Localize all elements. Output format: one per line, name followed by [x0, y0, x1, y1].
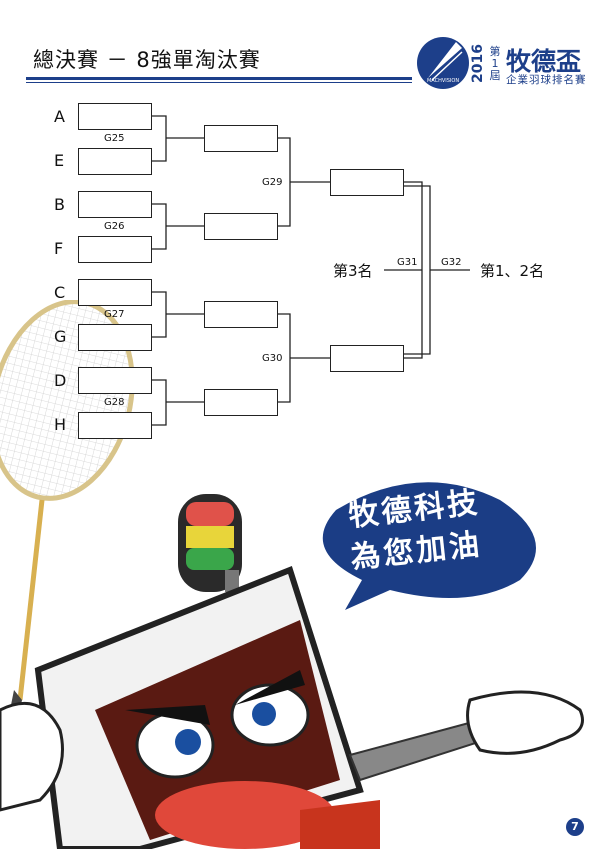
- third-place-label: 第3名: [333, 262, 373, 280]
- game-label: G32: [441, 257, 462, 268]
- bracket-slot: [204, 125, 278, 152]
- game-label: G26: [104, 221, 125, 232]
- team-label: A: [54, 107, 65, 126]
- bracket-slot: [78, 148, 152, 175]
- logo-edition: 第1屆: [489, 45, 501, 82]
- bracket-slot: [78, 103, 152, 130]
- logo-badge: MACHVISION: [427, 78, 459, 84]
- bracket-lines: [152, 115, 470, 426]
- team-label: B: [54, 195, 65, 214]
- bracket-slot: [78, 279, 152, 306]
- bracket-slot: [204, 389, 278, 416]
- team-label: G: [54, 327, 67, 346]
- game-label: G27: [104, 309, 125, 320]
- bracket-slot: [78, 236, 152, 263]
- team-label: F: [54, 239, 64, 258]
- game-label: G28: [104, 397, 125, 408]
- logo-subtitle: 企業羽球排名賽: [506, 74, 587, 86]
- game-label: G30: [262, 353, 283, 364]
- team-label: H: [54, 415, 67, 434]
- final-label: 第1、2名: [480, 262, 545, 280]
- bracket-slot: [204, 301, 278, 328]
- bracket-slot: [78, 367, 152, 394]
- bracket-slot: [78, 324, 152, 351]
- game-label: G29: [262, 177, 283, 188]
- team-label: D: [54, 371, 67, 390]
- bracket-slot: [330, 345, 404, 372]
- page-number: 7: [566, 818, 584, 836]
- game-label: G25: [104, 133, 125, 144]
- bracket-slot: [78, 412, 152, 439]
- team-label: C: [54, 283, 66, 302]
- shuttlecock-logo-icon: MACHVISION: [417, 37, 469, 89]
- mascot-illustration: [0, 482, 584, 849]
- team-label: E: [54, 151, 65, 170]
- logo-name: 牧德盃: [506, 47, 582, 76]
- bracket-slot: [330, 169, 404, 196]
- header-rule-thin: [26, 82, 412, 83]
- game-label: G31: [397, 257, 418, 268]
- bracket-slot: [204, 213, 278, 240]
- bracket-slot: [78, 191, 152, 218]
- header-rule: [26, 77, 412, 80]
- page-title: 總決賽 － 8強單淘汰賽: [33, 48, 261, 72]
